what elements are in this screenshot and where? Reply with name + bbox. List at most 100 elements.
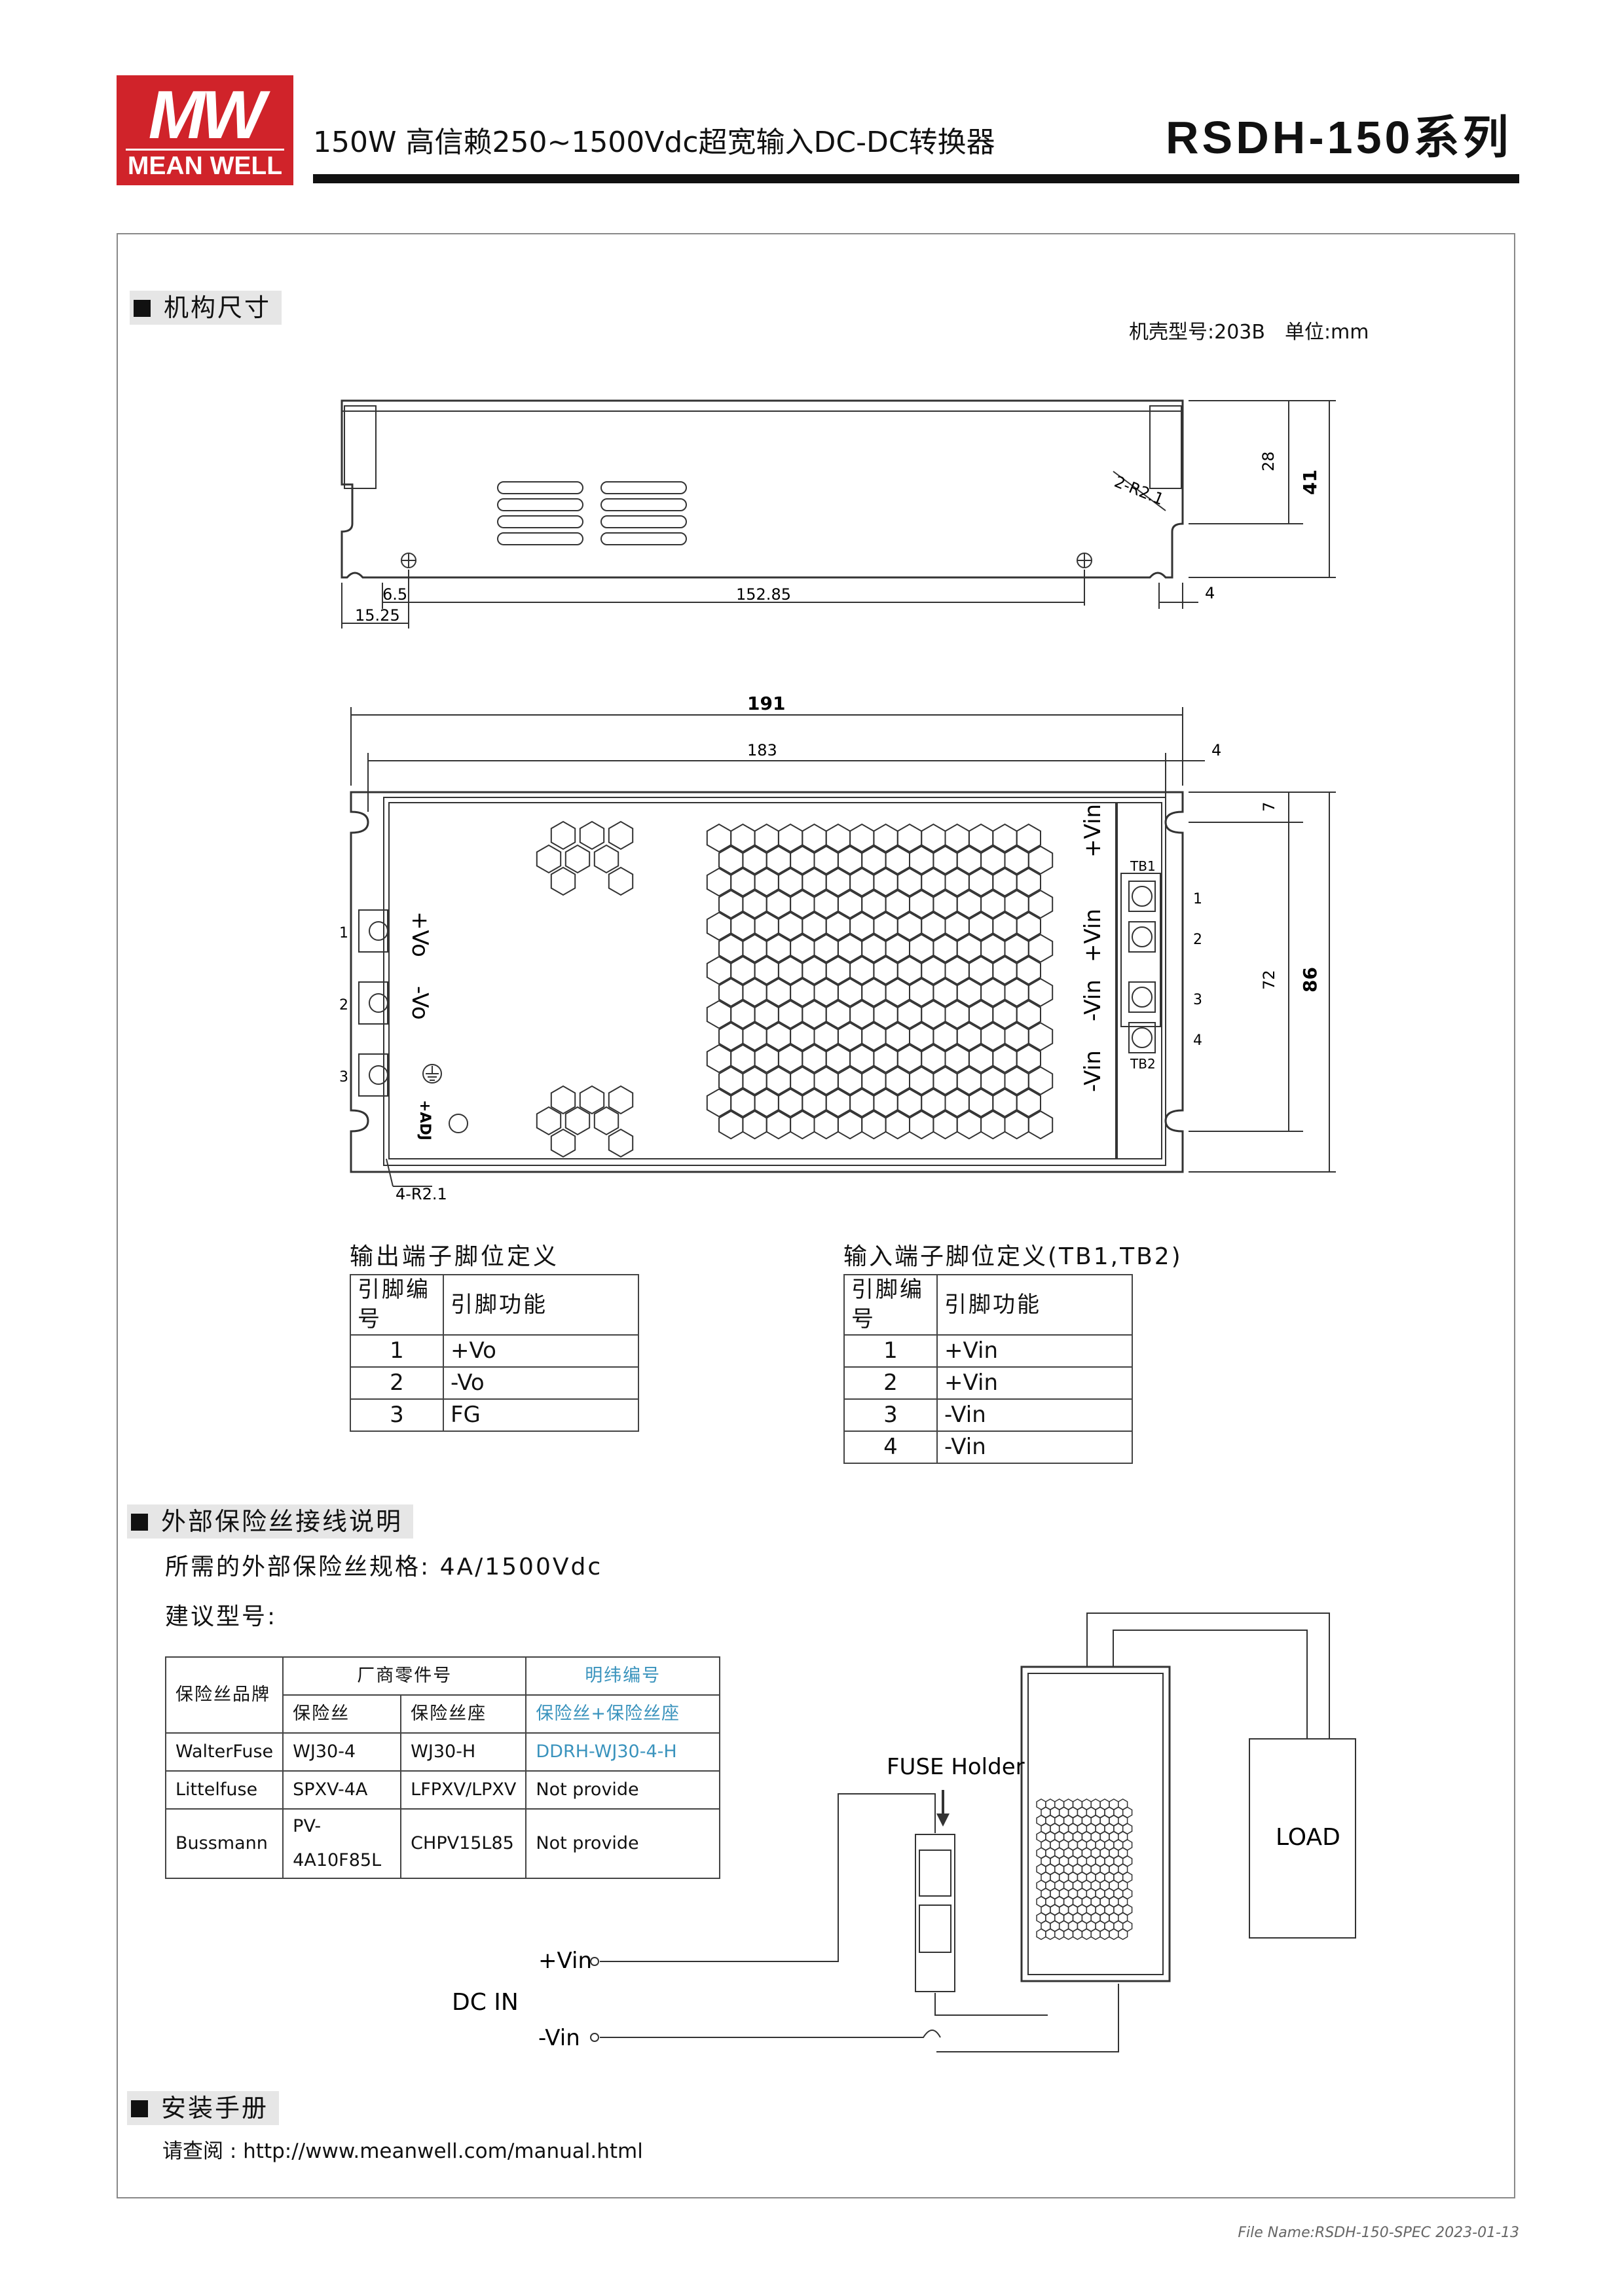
vent-hole — [1027, 977, 1054, 1008]
vent-hole — [579, 1085, 605, 1115]
dim-183: 183 — [747, 741, 777, 759]
fuse-part: WJ30-4 — [282, 1732, 402, 1772]
vent-hole — [777, 1044, 803, 1074]
vent-hole — [921, 1044, 946, 1074]
vent-hole — [1027, 1066, 1054, 1095]
section-fuse: 外部保险丝接线说明 — [127, 1504, 414, 1539]
ground-icon — [422, 1064, 442, 1084]
content-frame — [117, 233, 1515, 2198]
vent-hole — [968, 1044, 994, 1074]
vin-plus-label-2: +Vin — [1080, 909, 1106, 962]
holder-part: LFPXV/LPXV — [400, 1770, 527, 1810]
vent-hole — [1054, 1928, 1065, 1941]
output-pin-function: -Vo — [443, 1366, 639, 1400]
input-header-pin: 引脚编号 — [843, 1274, 938, 1336]
section-manual: 安装手册 — [127, 2091, 280, 2125]
load-label: LOAD — [1276, 1824, 1340, 1851]
holder-col-header: 保险丝座 — [400, 1694, 527, 1734]
vent-hole — [1016, 1000, 1041, 1029]
manual-link[interactable]: 请查阅 : http://www.meanwell.com/manual.htm… — [162, 2140, 643, 2163]
fuse-spec: 所需的外部保险丝规格: 4A/1500Vdc — [165, 1554, 603, 1580]
in-pin-3-label: 3 — [1193, 992, 1202, 1008]
output-header-func: 引脚功能 — [443, 1274, 639, 1336]
input-pin-number: 2 — [843, 1366, 938, 1400]
vo-plus-label: +Vo — [407, 911, 433, 957]
vent-hex-grid — [536, 820, 1054, 1158]
table-row: 2-Vo — [350, 1366, 639, 1400]
dim-6-5: 6.5 — [382, 585, 407, 604]
arrow-down-icon — [936, 1813, 950, 1827]
vent-hole — [1016, 911, 1041, 941]
input-header-func: 引脚功能 — [936, 1274, 1133, 1336]
diagram-vin-plus: +Vin — [538, 1948, 592, 1974]
vent-hole — [1081, 1928, 1092, 1941]
top-view — [350, 791, 1184, 1173]
module-vent-grid — [1036, 1798, 1133, 1941]
dim-152-85: 152.85 — [736, 585, 791, 604]
table-row: 2+Vin — [843, 1366, 1133, 1400]
vent-hole — [825, 1044, 851, 1074]
vent-hole — [579, 820, 605, 850]
vent-hole — [742, 1110, 767, 1140]
vent-hole — [1045, 1928, 1056, 1941]
fuse-mw-header: 明纬编号 — [525, 1656, 720, 1696]
vent-hole — [885, 1110, 910, 1140]
vent-hole — [790, 1110, 815, 1140]
out-pin-3-label: 3 — [339, 1069, 348, 1085]
side-view-dims — [341, 400, 1336, 629]
vent-hole — [564, 1106, 591, 1136]
vo-minus-label: -Vo — [407, 986, 433, 1020]
vent-hole — [956, 1110, 982, 1140]
input-pin-number: 4 — [843, 1430, 938, 1464]
dim-4-top: 4 — [1211, 741, 1221, 759]
vent-hole — [1027, 1110, 1054, 1140]
table-row: 1+Vo — [350, 1334, 639, 1368]
in-pin-1-label: 1 — [1193, 891, 1202, 907]
input-pin-function: -Vin — [936, 1398, 1133, 1432]
vent-hole — [1063, 1928, 1074, 1941]
tb2-label: TB2 — [1130, 1056, 1156, 1072]
adj-label: +ADJ — [416, 1100, 433, 1140]
vent-hole — [1027, 934, 1054, 963]
vent-hole — [813, 1110, 839, 1140]
fuse-brand: WalterFuse — [164, 1732, 284, 1772]
output-pin-number: 2 — [350, 1366, 444, 1400]
input-pin-function: +Vin — [936, 1334, 1133, 1368]
vent-hole — [1099, 1928, 1110, 1941]
vent-hole — [932, 1110, 958, 1140]
combo-col-header: 保险丝+保险丝座 — [525, 1694, 720, 1734]
logo-name: MEAN WELL — [127, 152, 283, 180]
vent-hole — [550, 866, 576, 896]
output-pin-function: FG — [443, 1398, 639, 1432]
vent-hole — [536, 844, 562, 874]
square-bullet-icon — [131, 2100, 148, 2117]
vent-hole — [909, 1110, 934, 1140]
mw-part: Not provide — [525, 1770, 720, 1810]
vent-hole — [802, 1044, 827, 1074]
vent-hole — [564, 844, 591, 874]
section-title-fuse: 外部保险丝接线说明 — [161, 1507, 403, 1536]
vent-hole — [593, 1106, 619, 1136]
vent-hole — [1027, 889, 1054, 919]
out-pin-2-label: 2 — [339, 997, 348, 1013]
section-title-manual: 安装手册 — [161, 2094, 269, 2123]
vent-hole — [1004, 1110, 1029, 1140]
holder-part: WJ30-H — [400, 1732, 527, 1772]
document-title: 150W 高信赖250~1500Vdc超宽输入DC-DC转换器 — [313, 126, 995, 159]
vent-hole — [1027, 845, 1054, 875]
output-header-pin: 引脚编号 — [350, 1274, 444, 1336]
header-rule — [313, 174, 1519, 183]
input-pin-number: 1 — [843, 1334, 938, 1368]
square-bullet-icon — [134, 300, 151, 317]
input-pin-function: -Vin — [936, 1430, 1133, 1464]
vent-hole — [536, 1106, 562, 1136]
out-pin-1-label: 1 — [339, 925, 348, 941]
vent-hole — [1109, 1928, 1119, 1941]
top-view-dims — [350, 707, 1336, 1187]
in-pin-2-label: 2 — [1193, 932, 1202, 948]
table-row: 4-Vin — [843, 1430, 1133, 1464]
file-name: File Name:RSDH-150-SPEC 2023-01-13 — [1238, 2225, 1519, 2241]
section-mechanical: 机构尺寸 — [130, 291, 282, 325]
fuse-part: PV-4A10F85L — [282, 1808, 402, 1879]
